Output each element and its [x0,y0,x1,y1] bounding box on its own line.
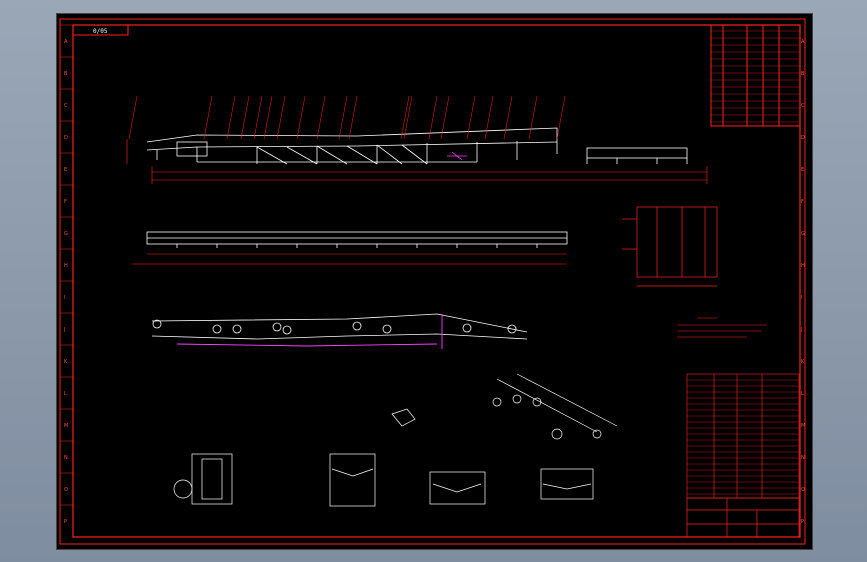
zone-marker: H [801,263,805,269]
callout-leader [440,95,450,140]
zone-marker: O [801,487,805,493]
sheet-code-box [72,24,129,36]
zone-marker: J [63,327,65,333]
zone-marker: G [801,231,805,237]
conveyor-side-elevation [146,127,688,165]
conveyor-plan-view [146,231,568,248]
zone-marker: H [64,263,68,269]
callout-leader [348,95,358,140]
zone-marker: A [801,39,805,45]
zone-marker: L [801,391,804,397]
belt-route-view [151,313,528,340]
zone-marker: E [801,167,804,173]
bracket-detail [391,408,416,427]
callout-leader [466,95,476,140]
zone-marker: I [64,295,65,301]
conveyor-assembly-drawing: A A B B C C D D E E F F G G H H I I J J K K L L M M N N O O P P 0/05 [59,18,806,545]
revision-table [710,24,801,127]
callout-leader [556,95,566,140]
zone-marker: A [64,39,68,45]
callout-leader [428,95,438,140]
callout-leader [484,95,494,140]
zone-marker: D [801,135,805,141]
zone-marker: K [64,359,68,365]
zone-markers: A A B B C C D D E E F F G G H H I I J J K K L L M M N N O O P P [60,24,805,525]
callout-leader [226,95,236,140]
zone-marker: J [800,327,802,333]
outer-frame [59,18,806,545]
zone-marker: F [801,199,804,205]
zone-marker: O [64,487,68,493]
idler-detail-1 [329,453,376,507]
callout-leader [528,95,538,140]
callout-leader [263,95,273,140]
parts-list-table [686,373,800,499]
callout-leader [316,95,326,140]
zone-marker: C [64,103,68,109]
revision-table-rows [711,30,800,123]
zone-marker: D [64,135,68,141]
elevation-dimension-lines [126,139,708,184]
idler-detail-2 [429,471,486,505]
zone-marker: N [64,455,68,461]
callout-leader [503,95,513,140]
plan-dimension-lines [132,253,567,265]
cross-section-view [622,206,718,287]
inner-frame [72,24,801,538]
zone-marker: M [801,423,805,429]
callout-leaders [128,95,566,140]
zone-marker: N [801,455,805,461]
callout-leader [403,95,413,140]
callout-leader [400,95,410,140]
cad-drawing-sheet: A A B B C C D D E E F F G G H H I I J J K K L L M M N N O O P P 0/05 [56,13,813,550]
parts-list-rows [687,379,799,495]
technical-notes [677,317,767,338]
zone-marker: L [64,391,67,397]
callout-leader [296,95,306,140]
zone-marker: K [801,359,805,365]
idler-detail-3 [540,468,594,500]
zone-marker: G [64,231,68,237]
sheet-code: 0/05 [93,28,108,35]
conveyor-magenta-detail [447,151,467,161]
callout-leader [276,95,286,140]
tension-assembly-detail [492,373,618,440]
callout-leader [203,95,213,140]
zone-marker: C [801,103,805,109]
zone-marker: B [801,71,805,77]
zone-marker: I [801,295,802,301]
zone-marker: P [801,519,804,525]
title-block [686,497,800,538]
zone-marker: E [64,167,67,173]
callout-leader [240,95,250,140]
zone-marker: F [64,199,67,205]
callout-leader [128,95,138,140]
callout-leader [253,95,263,140]
callout-leader [338,95,348,140]
zone-marker: M [64,423,68,429]
zone-marker: P [64,519,67,525]
belt-magenta-path [176,314,443,349]
zone-marker: B [64,71,68,77]
drive-pulley-detail [173,453,233,505]
